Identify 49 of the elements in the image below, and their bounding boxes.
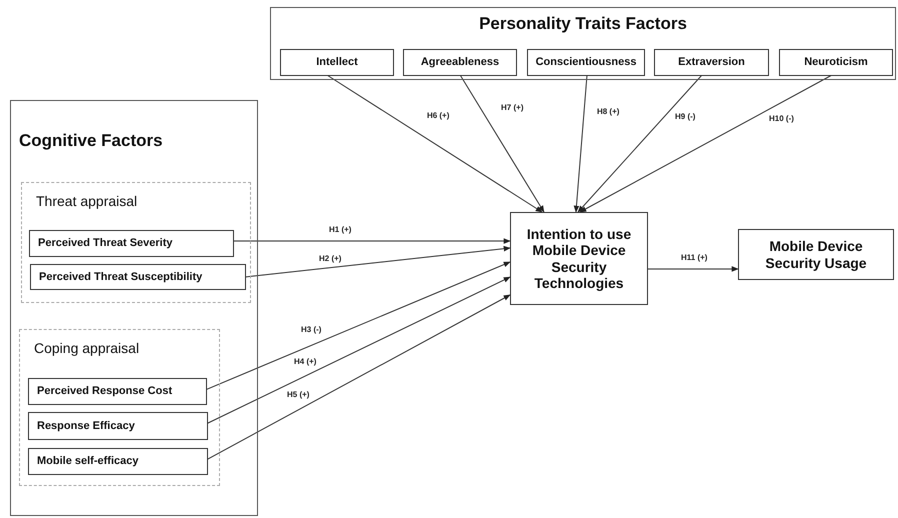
factor-box [28, 412, 208, 440]
box-label: Neuroticism [804, 56, 868, 69]
factor-box [28, 378, 207, 405]
edge-label: H5 (+) [286, 390, 310, 399]
box-label: Perceived Threat Susceptibility [39, 270, 202, 284]
factor-box [28, 448, 208, 475]
box-label: Perceived Threat Severity [38, 237, 173, 250]
box-label: Mobile Device Security Usage [764, 238, 868, 271]
box-label: Response Efficacy [37, 420, 135, 432]
box-label: Agreeableness [420, 56, 500, 69]
edge-label: H4 (+) [293, 358, 318, 366]
edge-label: H6 (+) [426, 112, 450, 120]
factor-box [280, 49, 394, 76]
edge-label: H10 (-) [768, 115, 795, 123]
box-label: Extraversion [678, 56, 745, 69]
edge-label: H8 (+) [596, 108, 620, 116]
construct-box [510, 212, 648, 305]
edge-label: H2 (+) [318, 255, 342, 264]
factor-box [779, 49, 893, 76]
box-label: Conscientiousness [536, 56, 636, 69]
arrow [648, 266, 739, 272]
group-box [10, 100, 258, 516]
edge-label: H9 (-) [674, 113, 696, 121]
group-title: Cognitive Factors [19, 131, 163, 151]
arrow [460, 74, 544, 213]
box-label: Perceived Response Cost [37, 385, 172, 398]
arrow [574, 74, 588, 213]
arrow [578, 74, 702, 213]
arrow [579, 74, 833, 212]
group-title: Personality Traits Factors [479, 14, 687, 34]
group-title: Coping appraisal [34, 340, 140, 356]
edge-label: H7 (+) [500, 104, 524, 112]
arrow [326, 74, 543, 212]
factor-box [654, 49, 769, 76]
edge-label: H11 (+) [680, 254, 708, 262]
factor-box [29, 230, 234, 257]
factor-box [30, 264, 246, 290]
construct-box [738, 229, 894, 280]
box-label: Intellect [316, 56, 358, 69]
dashed-group-box [21, 182, 251, 303]
edge-label: H3 (-) [300, 326, 322, 334]
edge-label: H1 (+) [328, 226, 352, 234]
box-label: Intention to use Mobile Device Security Technologies [526, 226, 632, 291]
box-label: Mobile self-efficacy [37, 455, 138, 468]
factor-box [403, 49, 517, 76]
group-title: Threat appraisal [36, 193, 138, 210]
dashed-group-box [19, 329, 220, 486]
group-box [270, 7, 896, 80]
factor-box [527, 49, 645, 76]
